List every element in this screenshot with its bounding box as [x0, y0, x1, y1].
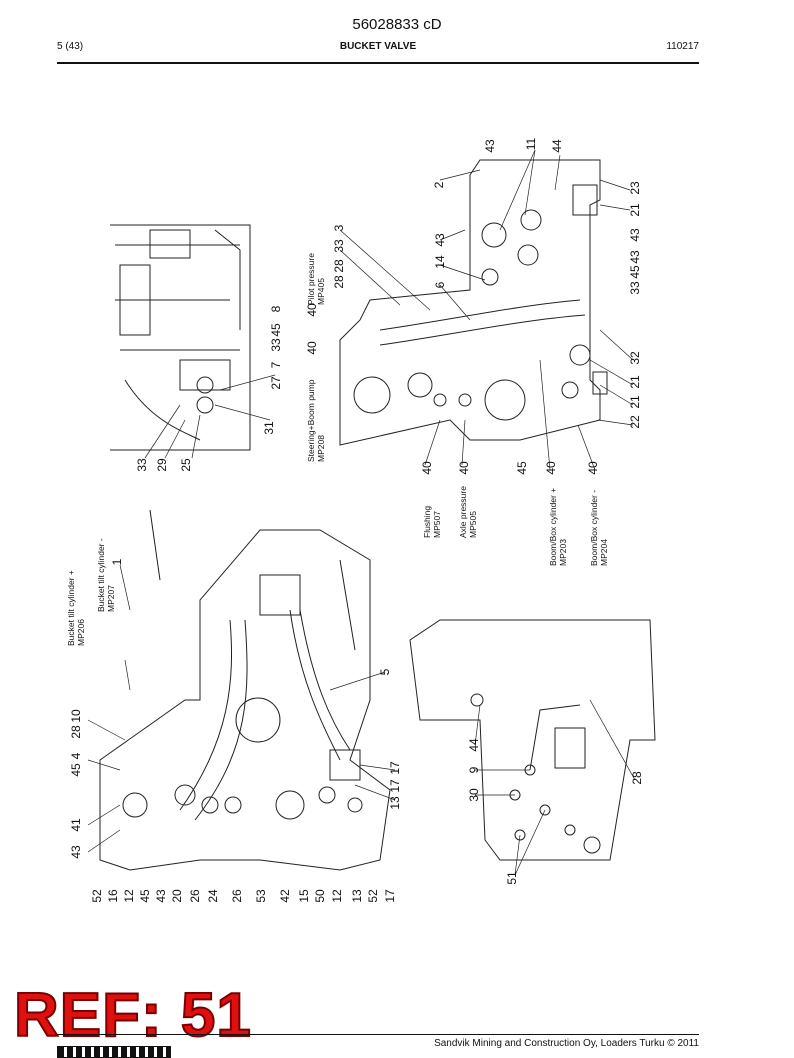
leader-lines	[87, 149, 636, 876]
callout-10: 10	[69, 709, 83, 723]
drawing-linework	[99, 159, 656, 871]
callout-32: 32	[628, 351, 642, 365]
callout-3: 3	[332, 224, 346, 231]
measuring-point-captions: Pilot pressureMP405 Steering+Boom pumpMP…	[66, 253, 609, 646]
callout-26b: 26	[230, 889, 244, 903]
reference-stamp: REF: 51	[13, 981, 252, 1050]
callout-21b: 21	[628, 375, 642, 389]
callout-29: 29	[155, 458, 169, 472]
header-row: 5 (43) BUCKET VALVE 110217	[57, 41, 699, 55]
callout-30: 30	[467, 788, 481, 802]
callout-43a: 43	[483, 139, 497, 153]
callout-13b: 13	[350, 889, 364, 903]
callout-28d: 28	[630, 771, 644, 785]
callout-12b: 12	[330, 889, 344, 903]
callout-52b: 52	[366, 889, 380, 903]
caption-flushing: FlushingMP507	[422, 506, 442, 538]
callout-41: 41	[69, 818, 83, 832]
callout-20: 20	[170, 889, 184, 903]
callout-17a: 17	[388, 761, 402, 775]
caption-steering-boom-pump: Steering+Boom pumpMP208	[306, 379, 326, 462]
callout-40d: 40	[457, 461, 471, 475]
callout-33: 33	[269, 338, 283, 352]
callout-7: 7	[269, 361, 283, 368]
callout-43c: 43	[628, 250, 642, 264]
callout-24: 24	[206, 889, 220, 903]
callout-50: 50	[313, 889, 327, 903]
callout-21c: 21	[628, 395, 642, 409]
page-title: BUCKET VALVE	[339, 41, 417, 52]
callout-13a: 13	[388, 796, 402, 810]
callout-43e: 43	[69, 845, 83, 859]
caption-bucket-tilt-minus: Bucket tilt cylinder -MP207	[96, 538, 116, 612]
callout-44b: 44	[467, 738, 481, 752]
callout-43f: 43	[154, 889, 168, 903]
callout-21a: 21	[628, 203, 642, 217]
callout-22: 22	[628, 415, 642, 429]
caption-bucket-tilt-plus: Bucket tilt cylinder +MP206	[66, 570, 86, 646]
callout-45c: 45	[69, 763, 83, 777]
callout-43b: 43	[628, 228, 642, 242]
callout-14: 14	[433, 255, 447, 269]
callout-17b: 17	[388, 779, 402, 793]
callout-numbers: 8 45 33 7 27 31 25 29 33 43 11 44 2 23 2…	[69, 137, 644, 902]
callout-8: 8	[269, 305, 283, 312]
callout-43d: 43	[433, 233, 447, 247]
callout-28a: 28	[332, 259, 346, 273]
callout-33c: 33	[628, 281, 642, 295]
header-divider	[57, 62, 699, 64]
caption-axle-pressure: Axle pressureMP505	[458, 486, 478, 538]
callout-17c: 17	[383, 889, 397, 903]
callout-31: 31	[262, 421, 276, 435]
callout-9: 9	[467, 766, 481, 773]
callout-15: 15	[297, 889, 311, 903]
callout-23: 23	[628, 181, 642, 195]
callout-4: 4	[69, 752, 83, 759]
callout-40b: 40	[305, 341, 319, 355]
callout-53: 53	[254, 889, 268, 903]
callout-42: 42	[278, 889, 292, 903]
callout-33d: 33	[332, 239, 346, 253]
callout-52a: 52	[90, 889, 104, 903]
callout-11: 11	[524, 137, 538, 150]
callout-40f: 40	[586, 461, 600, 475]
footer-copyright: Sandvik Mining and Construction Oy, Load…	[434, 1038, 699, 1049]
document-number: 56028833 cD	[352, 16, 442, 33]
callout-28c: 28	[69, 725, 83, 739]
callout-2: 2	[432, 181, 446, 188]
callout-27: 27	[269, 376, 283, 390]
callout-40a: 40	[305, 303, 319, 317]
page-indicator: 5 (43)	[57, 41, 84, 52]
caption-boom-box-minus: Boom/Box cylinder -MP204	[589, 490, 609, 566]
callout-45b: 45	[515, 461, 529, 475]
callout-16: 16	[106, 889, 120, 903]
footer-divider	[57, 1034, 699, 1035]
callout-33b: 33	[135, 458, 149, 472]
callout-40c: 40	[420, 461, 434, 475]
callout-45a: 45	[628, 265, 642, 279]
date-code: 110217	[666, 41, 699, 52]
callout-1: 1	[110, 558, 124, 565]
callout-28b: 28	[332, 275, 346, 289]
callout-26a: 26	[188, 889, 202, 903]
callout-25: 25	[179, 458, 193, 472]
caption-pilot-pressure: Pilot pressureMP405	[306, 253, 326, 305]
callout-40e: 40	[544, 461, 558, 475]
callout-6: 6	[433, 281, 447, 288]
callout-12a: 12	[122, 889, 136, 903]
company-logo	[57, 1046, 171, 1058]
callout-45: 45	[269, 323, 283, 337]
caption-boom-box-plus: Boom/Box cylinder +MP203	[548, 488, 568, 566]
callout-51: 51	[505, 871, 519, 885]
callout-45d: 45	[138, 889, 152, 903]
callout-44a: 44	[550, 139, 564, 153]
callout-5: 5	[378, 668, 392, 675]
